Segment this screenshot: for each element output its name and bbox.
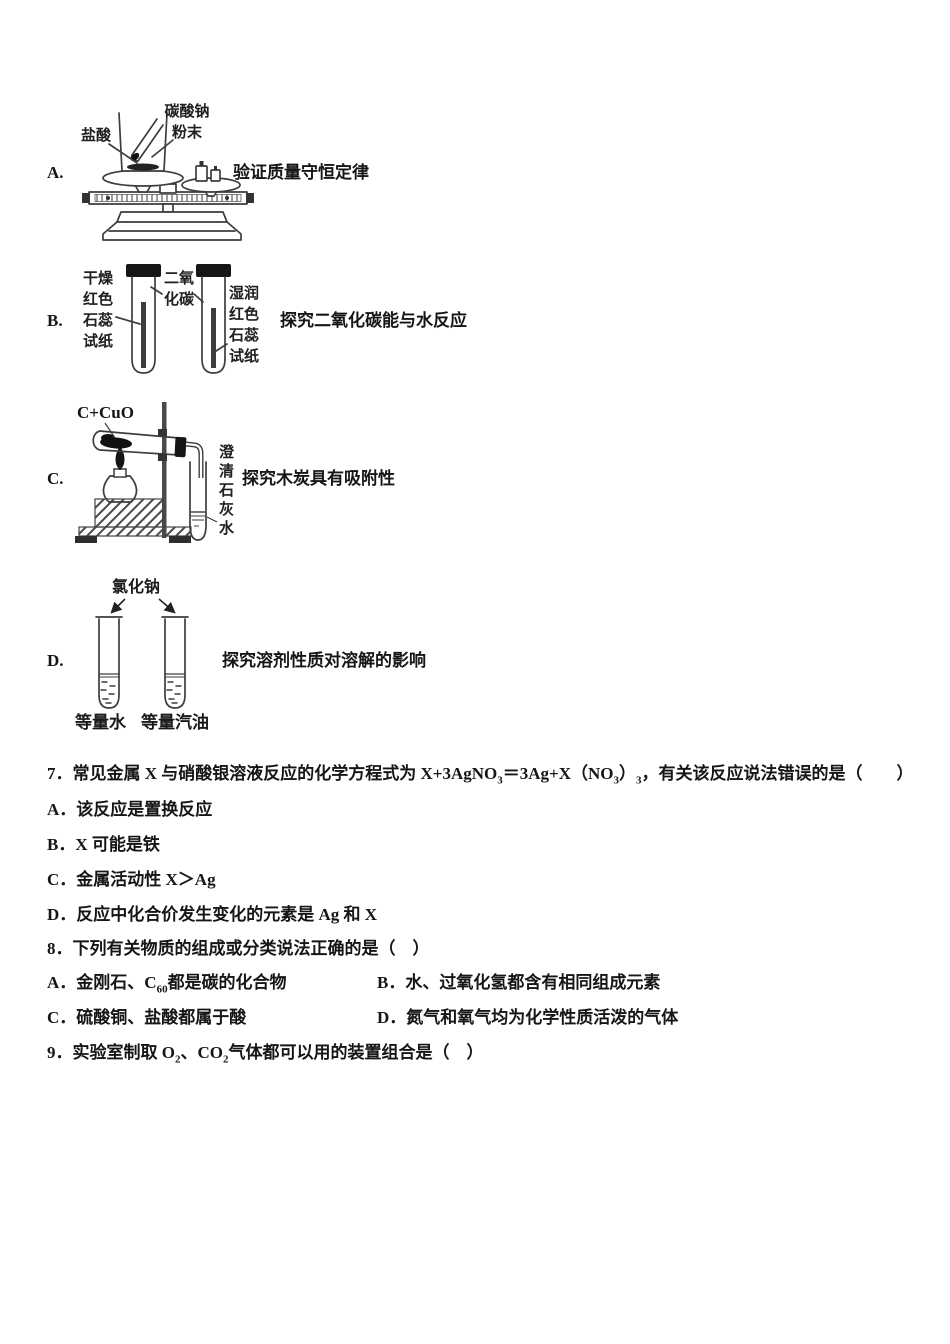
q7-stem-part: ，有关该反应说法错误的是（ ） [641,764,914,783]
experiment-d-caption: 探究溶剂性质对溶解的影响 [222,651,426,670]
experiment-a-letter: A. [47,163,64,182]
q7-stem-sub: 3 [613,774,620,787]
experiment-c-caption: 探究木炭具有吸附性 [242,469,395,488]
experiment-d-diagram: 氯化钠 等量水 等量汽油 [75,575,255,735]
q8-option-d: D．氮气和氧气均为化学性质活泼的气体 [377,1008,679,1027]
experiment-b-caption: 探究二氧化碳能与水反应 [280,311,467,330]
water-test-tube [95,616,123,709]
q7-option-b: B．X 可能是铁 [47,835,160,854]
q8-option-a: A．金刚石、C60都是碳的化合物 [47,972,287,996]
dissolving-marks [100,681,116,704]
q9-stem-sub: 2 [222,1053,229,1066]
q7-option-c: C．金属活动性 X＞Ag [47,870,216,889]
label-equal-water: 等量水 [75,713,126,732]
q7-option-d: D．反应中化合价发生变化的元素是 Ag 和 X [47,905,378,924]
label-hydrochloric-acid: 盐酸 [81,128,112,144]
gasoline-test-tube [161,616,189,709]
horizontal-test-tube [92,429,187,461]
label-moist-red-litmus: 湿润 红色 石蕊 试纸 [229,286,260,365]
q7-stem-part: ） [619,764,637,783]
pointer-lines [108,139,174,164]
label-carbon-dioxide: 二氧 化碳 [163,271,194,308]
q8-option-a-part: 都是碳的化合物 [167,973,287,992]
experiment-a-diagram: 盐酸 碳酸钠 粉末 [75,100,315,250]
solubility-tubes-drawing [95,598,189,709]
small-tube-contents [130,152,140,162]
q7-stem-part: 7．常见金属 X 与硝酸银溶液反应的化学方程式为 X+3AgNO [47,764,498,783]
dissolving-marks [166,681,182,704]
q7-stem-part: ＝3Ag+X（NO [502,764,614,783]
q8-option-a-sub: 60 [156,983,168,996]
balance-base [102,211,242,241]
experiment-b-letter: B. [47,311,63,330]
experiment-a-caption: 验证质量守恒定律 [233,163,369,182]
q8-option-b: B．水、过氧化氢都含有相同组成元素 [377,973,661,992]
experiment-c-letter: C. [47,469,64,488]
q7-stem: 7．常见金属 X 与硝酸银溶液反应的化学方程式为 X+3AgNO3＝3Ag+X（… [47,763,914,787]
label-equal-gasoline: 等量汽油 [141,713,209,732]
experiment-b-diagram: 干燥 红色 石蕊 试纸 二氧 化碳 湿润 红色 石蕊 试纸 [75,262,280,386]
left-pan [102,169,184,200]
charcoal-reduction-drawing [75,402,218,543]
label-clear-limewater: 澄 清 石 灰 水 [218,445,234,537]
q9-stem-sub: 2 [174,1053,181,1066]
q8-option-c: C．硫酸铜、盐酸都属于酸 [47,1008,247,1027]
label-sodium-carbonate-powder: 碳酸钠 粉末 [164,104,210,141]
arrows [110,598,176,614]
label-sodium-chloride: 氯化钠 [112,579,161,596]
pointer-lines [115,286,228,352]
delivery-tube [185,441,204,478]
rubber-stopper [196,264,231,277]
q7-stem-sub: 3 [497,774,503,787]
q9-stem: 9．实验室制取 O2、CO2气体都可以用的装置组合是（ ） [47,1042,484,1066]
q9-stem-part: 、CO [180,1043,223,1062]
pointer-line [104,422,116,439]
flame [115,446,125,470]
alcohol-lamp [102,446,138,503]
wood-block [94,498,164,528]
dry-litmus-strip [141,302,146,368]
q7-option-a: A．该反应是置换反应 [47,800,213,819]
beaker [118,112,168,172]
acid-pool [127,163,159,171]
pointer-line [206,516,218,523]
left-test-tube [126,264,161,374]
clamp [158,429,167,436]
q9-stem-part: 9．实验室制取 O [47,1043,175,1062]
q8-stem: 8．下列有关物质的组成或分类说法正确的是（ ） [47,939,430,958]
moist-litmus-strip [211,308,216,368]
label-c-cuo: C+CuO [77,403,134,422]
stopper [174,436,187,458]
weights [195,161,221,182]
experiment-c-diagram: C+CuO 澄 清 石 灰 水 [75,398,245,550]
test-tubes-drawing [115,264,231,374]
q7-stem-sub: 3 [636,774,642,787]
q8-option-a-part: A．金刚石、C [47,973,157,992]
balance-scale-drawing [82,112,254,241]
rubber-stopper [126,264,161,277]
q9-stem-part: 气体都可以用的装置组合是（ ） [228,1043,484,1062]
label-dry-red-litmus: 干燥 红色 石蕊 试纸 [83,271,114,350]
collection-test-tube [189,461,218,541]
right-test-tube [196,264,231,374]
experiment-d-letter: D. [47,651,64,670]
